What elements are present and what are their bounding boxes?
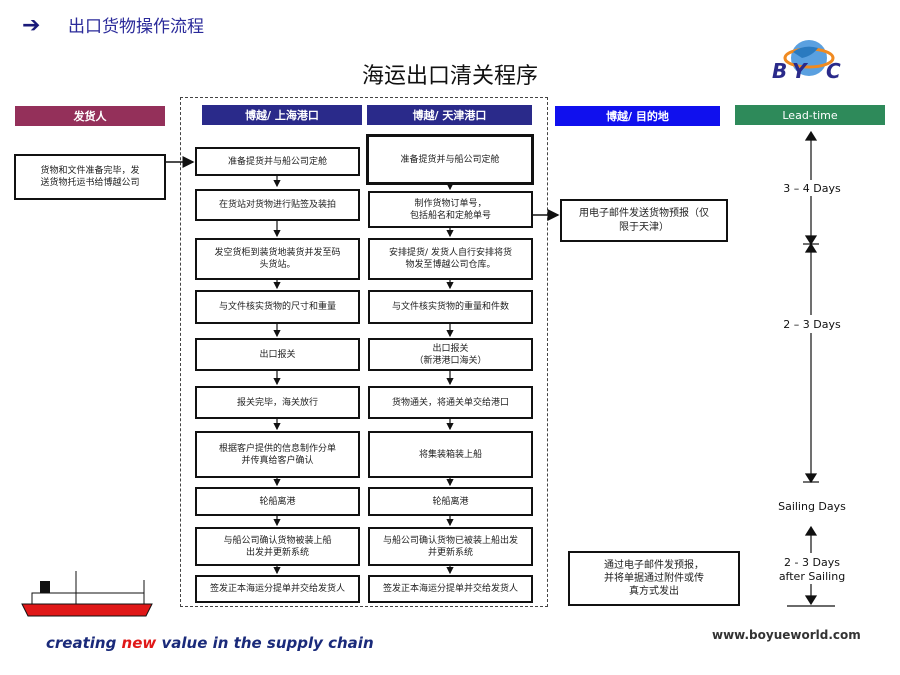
shanghai-step-1: 准备提货并与船公司定舱: [195, 147, 360, 176]
leadtime-label-4: 2 - 3 Days after Sailing: [778, 556, 846, 583]
byc-logo: B Y C: [766, 34, 852, 88]
svg-text:C: C: [826, 59, 841, 83]
website-url[interactable]: www.boyueworld.com: [712, 628, 861, 642]
tianjin-step-7: 将集装箱装上船: [368, 431, 533, 478]
slogan-highlight: new: [121, 634, 157, 652]
shipper-step-box: 货物和文件准备完毕，发 送货物托运书给博越公司: [14, 154, 166, 200]
shipper-column-header: 发货人: [15, 106, 165, 126]
shanghai-step-5: 出口报关: [195, 338, 360, 371]
leadtime-label-2: 2 – 3 Days: [783, 318, 841, 331]
header-title: 出口货物操作流程: [68, 17, 204, 37]
tianjin-step-5: 出口报关 （新港港口海关）: [368, 338, 533, 371]
destination-column-header: 博越/ 目的地: [555, 106, 720, 126]
shanghai-step-3: 发空货柜到装货地装货并发至码 头货站。: [195, 238, 360, 280]
shanghai-step-10: 签发正本海运分提单并交给发货人: [195, 575, 360, 603]
shanghai-step-9: 与船公司确认货物被装上船 出发并更新系统: [195, 527, 360, 566]
leadtime-label-3: Sailing Days: [778, 500, 846, 513]
tianjin-column-header: 博越/ 天津港口: [367, 105, 532, 125]
shanghai-step-2: 在货站对货物进行贴签及装拍: [195, 189, 360, 221]
destination-send-docs-box: 通过电子邮件发预报， 并将单据通过附件或传 真方式发出: [568, 551, 740, 606]
tianjin-step-8: 轮船离港: [368, 487, 533, 516]
tianjin-step-6: 货物通关，将通关单交给港口: [368, 386, 533, 419]
slogan-post: value in the supply chain: [156, 634, 374, 652]
tianjin-step-3: 安排提货/ 发货人自行安排将货 物发至博越公司仓库。: [368, 238, 533, 280]
slogan: creating new value in the supply chain: [46, 634, 374, 652]
shanghai-step-7: 根据客户提供的信息制作分单 并传真给客户确认: [195, 431, 360, 478]
tianjin-step-2: 制作货物订单号， 包括船名和定舱单号: [368, 191, 533, 228]
main-title: 海运出口清关程序: [361, 64, 538, 89]
svg-text:B: B: [772, 59, 787, 83]
tianjin-step-4: 与文件核实货物的重量和件数: [368, 290, 533, 324]
shanghai-step-4: 与文件核实货物的尺寸和重量: [195, 290, 360, 324]
shanghai-step-6: 报关完毕，海关放行: [195, 386, 360, 419]
shanghai-column-header: 博越/ 上海港口: [202, 105, 362, 125]
tianjin-step-9: 与船公司确认货物已被装上船出发 并更新系统: [368, 527, 533, 566]
destination-prealert-box: 用电子邮件发送货物预报（仅 限于天津）: [560, 199, 728, 242]
shanghai-step-8: 轮船离港: [195, 487, 360, 516]
tianjin-step-1: 准备提货并与船公司定舱: [366, 134, 534, 185]
ship-icon: [21, 571, 153, 617]
port-process-area: [180, 97, 548, 607]
tianjin-step-10: 签发正本海运分提单并交给发货人: [368, 575, 533, 603]
arrow-icon: ➔: [22, 13, 41, 38]
leadtime-label-1: 3 – 4 Days: [783, 182, 841, 195]
svg-text:Y: Y: [792, 59, 809, 83]
slogan-pre: creating: [46, 634, 122, 652]
leadtime-column-header: Lead-time: [735, 105, 885, 125]
